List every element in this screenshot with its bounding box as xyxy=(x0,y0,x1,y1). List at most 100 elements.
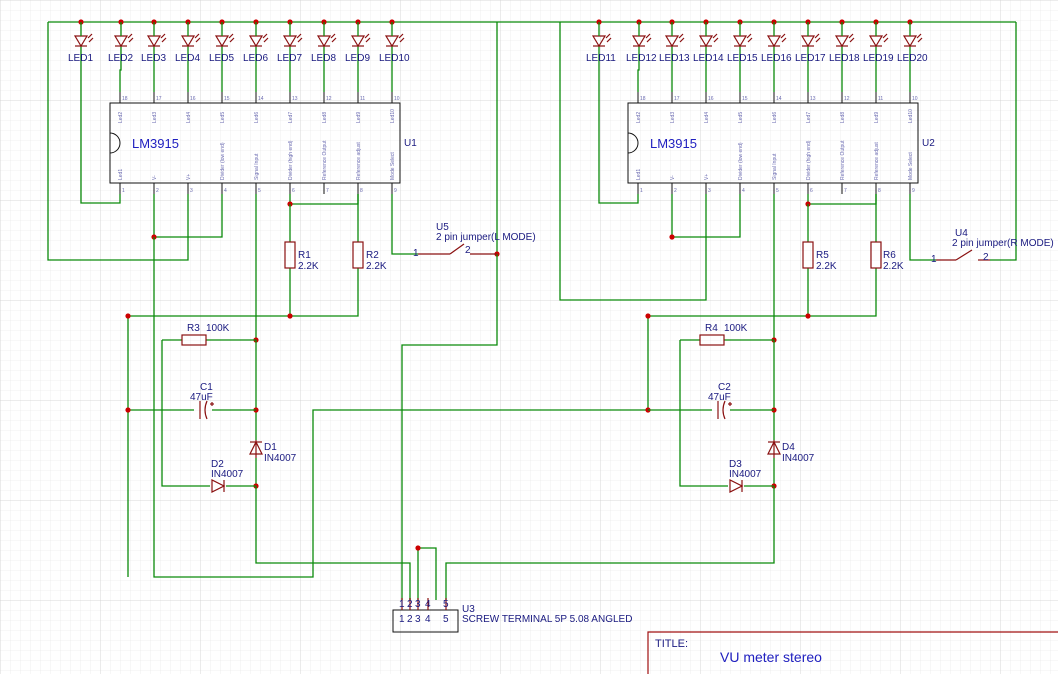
ic-pin-top-number: 11 xyxy=(878,96,883,102)
led-arrow xyxy=(780,33,786,39)
led-label: LED4 xyxy=(175,53,200,64)
ic-pin-top-name: Led7 xyxy=(288,112,294,123)
ic-pin-bottom-name: V+ xyxy=(186,174,192,180)
r4-ref: R4 xyxy=(705,323,718,334)
ic-pin-top-number: 10 xyxy=(394,96,400,102)
ic-pin-top-number: 15 xyxy=(742,96,748,102)
led-label: LED5 xyxy=(209,53,234,64)
led-arrow xyxy=(882,33,888,39)
led-label: LED6 xyxy=(243,53,268,64)
led-arrow xyxy=(87,33,93,39)
screw-terminal-u3[interactable]: U3 SCREW TERMINAL 5P 5.08 ANGLED 1122334… xyxy=(392,598,632,633)
ic-pin-bottom-name: Reference adjust xyxy=(874,142,880,180)
r5-value: 2.2K xyxy=(816,261,837,272)
wire xyxy=(637,46,640,92)
resistor xyxy=(352,241,364,269)
led: LED16 xyxy=(761,22,792,64)
ic-pin-bottom-number: 4 xyxy=(224,188,227,194)
d4-ref: D4 xyxy=(782,442,795,453)
terminal-pin-number-top: 4 xyxy=(425,599,431,610)
wire xyxy=(47,22,189,261)
wire xyxy=(153,194,223,238)
ic-pin-bottom-name: Divider (low end) xyxy=(220,142,226,180)
led-arrow xyxy=(297,37,303,43)
junction-dot xyxy=(805,313,811,319)
ic-pin-bottom-name: V- xyxy=(152,175,158,180)
wire xyxy=(417,547,437,600)
terminal-pin-number-top: 2 xyxy=(407,599,413,610)
ic-pin-top-number: 16 xyxy=(190,96,196,102)
u3-ref: U3 xyxy=(462,604,475,615)
ic-pin-bottom-number: 7 xyxy=(326,188,329,194)
ic-pin-top-name: Led10 xyxy=(908,109,914,123)
led-arrow xyxy=(296,33,302,39)
ic-pin-top-number: 12 xyxy=(844,96,850,102)
led-label: LED9 xyxy=(345,53,370,64)
ic-pin-top-name: Led2 xyxy=(118,112,124,123)
r3-value: 100K xyxy=(206,323,230,334)
led-arrow xyxy=(195,37,201,43)
r1-value: 2.2K xyxy=(298,261,319,272)
ic-pin-bottom-name: Led1 xyxy=(118,169,124,180)
ic-pin-top-name: Led6 xyxy=(772,112,778,123)
d1-value: IN4007 xyxy=(264,453,297,464)
led-label: LED3 xyxy=(141,53,166,64)
c2-ref: C2 xyxy=(718,382,731,393)
ic-u2-pins: 18Led21Led117Led32V-16Led43V+15Led54Divi… xyxy=(636,92,918,194)
ic-pin-top-name: Led8 xyxy=(840,112,846,123)
led-arrow xyxy=(331,37,337,43)
wire xyxy=(647,268,877,410)
ic-u1-ref: U1 xyxy=(404,138,417,149)
wire xyxy=(255,486,411,600)
resistor xyxy=(181,334,207,346)
wire xyxy=(559,22,707,301)
ic-u1-part: LM3915 xyxy=(132,136,179,151)
led-arrow xyxy=(262,33,268,39)
led-arrow xyxy=(161,37,167,43)
led-label: LED8 xyxy=(311,53,336,64)
r5-ref: R5 xyxy=(816,250,829,261)
resistor xyxy=(699,334,725,346)
u4-pin1: 1 xyxy=(931,254,937,265)
led-arrow xyxy=(746,33,752,39)
led: LED3 xyxy=(141,22,166,64)
ic-pin-top-number: 15 xyxy=(224,96,230,102)
wire xyxy=(445,486,775,600)
led-arrow xyxy=(713,37,719,43)
title-value: VU meter stereo xyxy=(720,649,822,665)
ic-pin-bottom-number: 5 xyxy=(258,188,261,194)
led-label: LED19 xyxy=(863,53,894,64)
ic-pin-bottom-name: Signal Input xyxy=(772,153,778,180)
ic-pin-top-name: Led6 xyxy=(254,112,260,123)
led-arrow xyxy=(814,33,820,39)
d2-ref: D2 xyxy=(211,459,224,470)
u5-pin2: 2 xyxy=(465,245,471,256)
ic-u1[interactable]: LM3915 U1 18Led21Led117Led32V-16Led43V+1… xyxy=(109,92,417,194)
ic-pin-top-number: 10 xyxy=(912,96,918,102)
d2-value: IN4007 xyxy=(211,469,244,480)
ic-pin-top-name: Led9 xyxy=(356,112,362,123)
wire xyxy=(671,194,741,238)
led-arrow xyxy=(228,33,234,39)
c1-ref: C1 xyxy=(200,382,213,393)
resistor xyxy=(870,241,882,269)
ic-u2[interactable]: LM3915 U2 18Led21Led117Led32V-16Led43V+1… xyxy=(627,92,935,194)
wire xyxy=(127,268,359,577)
led-label: LED15 xyxy=(727,53,758,64)
led-arrow xyxy=(678,33,684,39)
terminal-pin-number-bottom: 3 xyxy=(415,614,421,625)
led-arrow xyxy=(160,33,166,39)
led-label: LED18 xyxy=(829,53,860,64)
led: LED4 xyxy=(175,22,200,64)
junction-dot xyxy=(125,313,131,319)
r2-ref: R2 xyxy=(366,250,379,261)
jumper-switch xyxy=(449,243,465,255)
led: LED6 xyxy=(243,22,268,64)
led-label: LED1 xyxy=(68,53,93,64)
led-arrow xyxy=(229,37,235,43)
led-arrow xyxy=(127,33,133,39)
led-arrow xyxy=(917,37,923,43)
ic-pin-bottom-number: 1 xyxy=(640,188,643,194)
terminal-pin-number-bottom: 1 xyxy=(399,614,405,625)
